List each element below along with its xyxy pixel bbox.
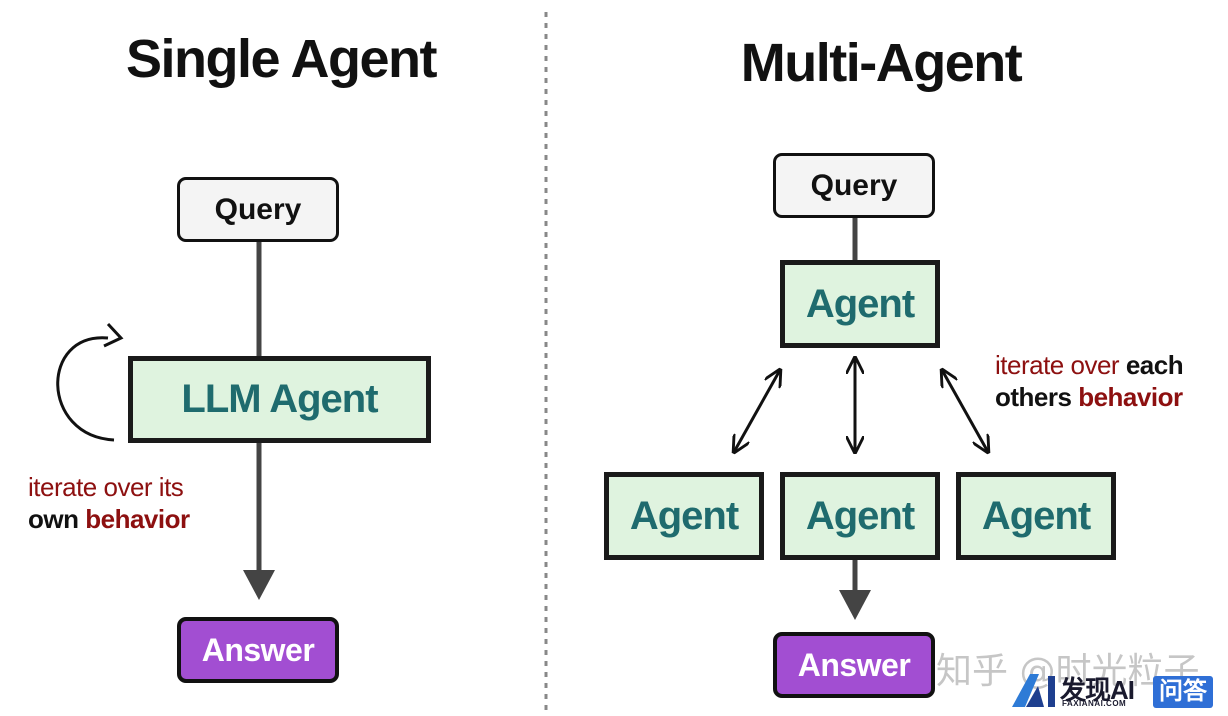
single-answer-label: Answer	[201, 631, 315, 668]
multi-agent-left-box: Agent	[604, 472, 764, 560]
self-loop-arrow	[56, 336, 115, 442]
multi-note-behavior: behavior	[1078, 382, 1183, 412]
bidirectional-arrow-left	[734, 370, 780, 452]
single-query-label: Query	[214, 192, 302, 226]
brand-name: 发现AI	[1060, 675, 1135, 705]
multi-note-each: each	[1125, 350, 1184, 380]
multi-answer-label: Answer	[797, 646, 911, 683]
qa-badge: 问答	[1153, 676, 1213, 708]
multi-note-others: others	[995, 382, 1072, 412]
single-note-behavior: behavior	[85, 504, 190, 534]
brand-logo	[1012, 674, 1057, 708]
multi-answer-box: Answer	[773, 632, 935, 698]
multi-agent-right-box: Agent	[956, 472, 1116, 560]
multi-iterate-note: iterate over each others behavior	[995, 349, 1184, 413]
single-note-line1: iterate over its	[28, 472, 184, 502]
multi-agent-top-label: Agent	[805, 281, 915, 326]
single-iterate-note: iterate over its own behavior	[28, 471, 190, 535]
brand-url: FAXIANAI.COM	[1062, 699, 1127, 708]
multi-agent-right-label: Agent	[981, 493, 1091, 538]
single-agent-title: Single Agent	[125, 29, 438, 89]
multi-agent-left-label: Agent	[629, 493, 739, 538]
single-query-box: Query	[177, 177, 339, 242]
multi-note-iterate: iterate over	[995, 350, 1120, 380]
multi-agent-center-box: Agent	[780, 472, 940, 560]
single-answer-box: Answer	[177, 617, 339, 683]
single-note-own: own	[28, 504, 79, 534]
multi-answer-arrowhead	[839, 590, 871, 620]
multi-agent-top-box: Agent	[780, 260, 940, 348]
multi-query-box: Query	[773, 153, 935, 218]
multi-agent-center-label: Agent	[805, 493, 915, 538]
multi-query-label: Query	[810, 168, 898, 202]
multi-agent-title: Multi-Agent	[740, 33, 1023, 93]
llm-agent-label: LLM Agent	[181, 377, 378, 421]
self-loop-arrowhead	[103, 322, 124, 348]
llm-agent-box: LLM Agent	[128, 356, 431, 443]
brand-logo-icon	[1012, 674, 1055, 707]
bidirectional-arrow-right	[942, 370, 988, 452]
answer-arrowhead	[243, 570, 275, 600]
